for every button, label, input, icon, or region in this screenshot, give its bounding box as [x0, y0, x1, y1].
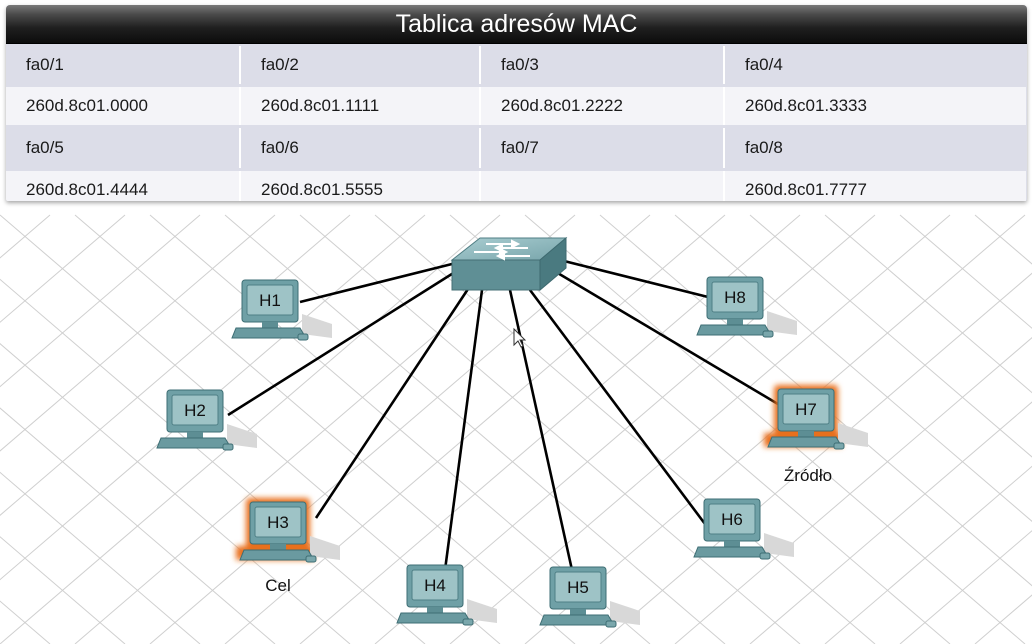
- mac-table-panel: Tablica adresów MAC fa0/1 fa0/2 fa0/3 fa…: [6, 5, 1027, 201]
- mac-table-title: Tablica adresów MAC: [6, 5, 1027, 44]
- switch-icon: [450, 236, 568, 292]
- host-h8-icon: H8: [696, 276, 797, 338]
- port-cell-7: fa0/7: [481, 128, 725, 168]
- mac-cell-7: [481, 171, 725, 201]
- link-h1: [299, 262, 453, 304]
- host-label: H2: [184, 401, 206, 420]
- host-h2-icon: H2: [156, 389, 257, 451]
- link-h8: [559, 258, 709, 299]
- mac-cell-2: 260d.8c01.1111: [241, 87, 481, 125]
- mac-cell-3: 260d.8c01.2222: [481, 87, 725, 125]
- mouse-cursor-icon: [513, 327, 527, 348]
- port-cell-2: fa0/2: [241, 46, 481, 84]
- link-h7: [555, 270, 789, 412]
- port-cell-3: fa0/3: [481, 46, 725, 84]
- port-cell-6: fa0/6: [241, 128, 481, 168]
- host-label: H1: [259, 291, 281, 310]
- link-h3: [314, 285, 472, 519]
- host-h7-icon: H7: [764, 385, 868, 450]
- mac-cell-1: 260d.8c01.0000: [6, 87, 241, 125]
- mac-cell-6: 260d.8c01.5555: [241, 171, 481, 201]
- mac-cell-4: 260d.8c01.3333: [725, 87, 1026, 125]
- host-h1-icon: H1: [231, 279, 332, 341]
- host-label: H8: [724, 288, 746, 307]
- host-label: H7: [795, 400, 817, 419]
- host-h4-icon: H4: [396, 564, 497, 626]
- host-h6-icon: H6: [693, 498, 794, 560]
- mac-cell-5: 260d.8c01.4444: [6, 171, 241, 201]
- host-h3-icon: H3: [236, 498, 340, 563]
- link-h4: [443, 289, 484, 571]
- host-label: H3: [267, 513, 289, 532]
- mac-table-grid: fa0/1 fa0/2 fa0/3 fa0/4 260d.8c01.0000 2…: [6, 44, 1027, 201]
- source-caption: Źródło: [784, 466, 832, 485]
- host-label: H6: [721, 510, 743, 529]
- host-h5-icon: H5: [539, 566, 640, 628]
- mac-cell-8: 260d.8c01.7777: [725, 171, 1026, 201]
- port-cell-1: fa0/1: [6, 46, 241, 84]
- target-caption: Cel: [265, 576, 291, 595]
- link-h2: [227, 270, 456, 417]
- port-cell-5: fa0/5: [6, 128, 241, 168]
- port-cell-4: fa0/4: [725, 46, 1026, 84]
- link-h6: [528, 289, 710, 529]
- port-cell-8: fa0/8: [725, 128, 1026, 168]
- host-label: H5: [567, 578, 589, 597]
- host-label: H4: [424, 576, 446, 595]
